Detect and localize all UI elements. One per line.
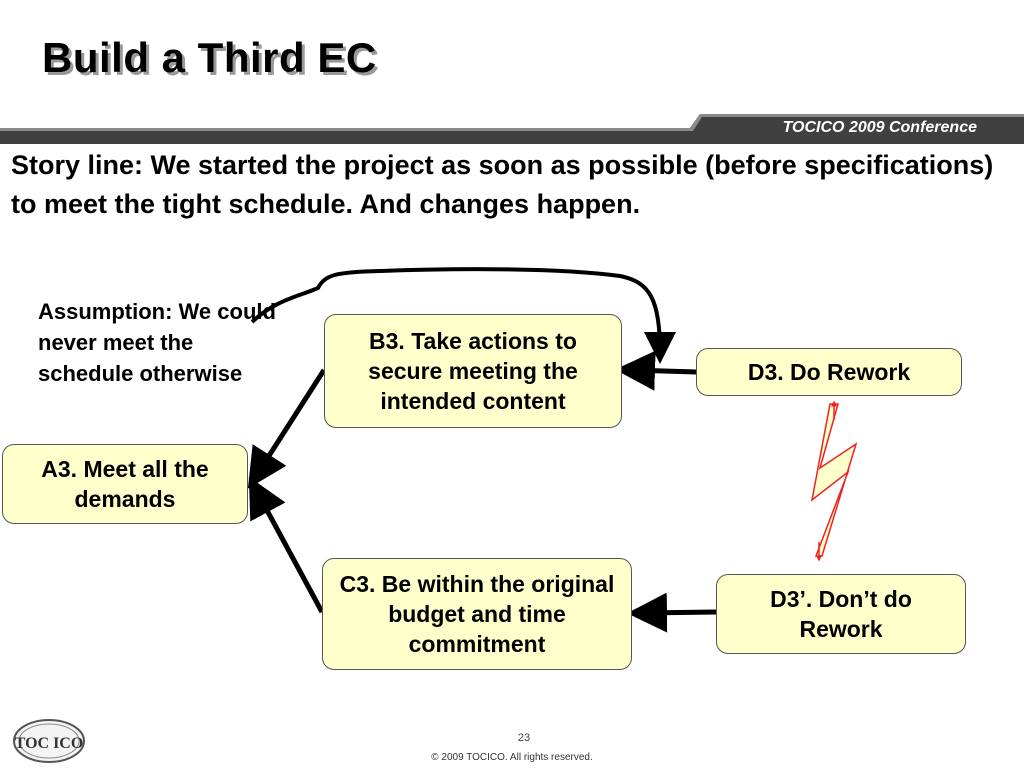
story-line: Story line: We started the project as so… [11, 150, 994, 219]
page-number: 23 [517, 732, 531, 744]
arrow-dprime-to-c [627, 592, 717, 633]
node-d3-prerequisite[interactable]: D3. Do Rework [696, 348, 962, 396]
node-b3-requirement[interactable]: B3. Take actions to secure meeting the i… [324, 314, 622, 428]
tocico-logo: TOC ICO [12, 718, 86, 769]
arrow-d-to-b [615, 350, 697, 391]
arrow-c-to-a [248, 476, 325, 614]
header-banner [0, 114, 1024, 144]
node-d3prime-label: D3’. Don’t do Rework [770, 586, 912, 642]
node-d3prime-prerequisite[interactable]: D3’. Don’t do Rework [716, 574, 966, 654]
assumption-arrow [250, 267, 676, 364]
conference-label: TOCICO 2009 Conference [782, 119, 977, 136]
node-b3-label: B3. Take actions to secure meeting the i… [368, 328, 578, 414]
logo-text: TOC ICO [15, 735, 84, 752]
conflict-bolt-icon [810, 403, 858, 557]
node-c3-requirement[interactable]: C3. Be within the original budget and ti… [322, 558, 632, 670]
assumption-text: Assumption: We could never meet the sche… [38, 299, 276, 386]
node-a3-objective[interactable]: A3. Meet all the demands [2, 444, 248, 524]
node-c3-label: C3. Be within the original budget and ti… [339, 571, 615, 657]
copyright: © 2009 TOCICO. All rights reserved. [431, 752, 593, 763]
arrow-b-to-a [247, 368, 327, 489]
node-d3-label: D3. Do Rework [747, 359, 911, 385]
slide-title: Build a Third EC [42, 34, 377, 81]
node-a3-label: A3. Meet all the demands [41, 456, 209, 512]
